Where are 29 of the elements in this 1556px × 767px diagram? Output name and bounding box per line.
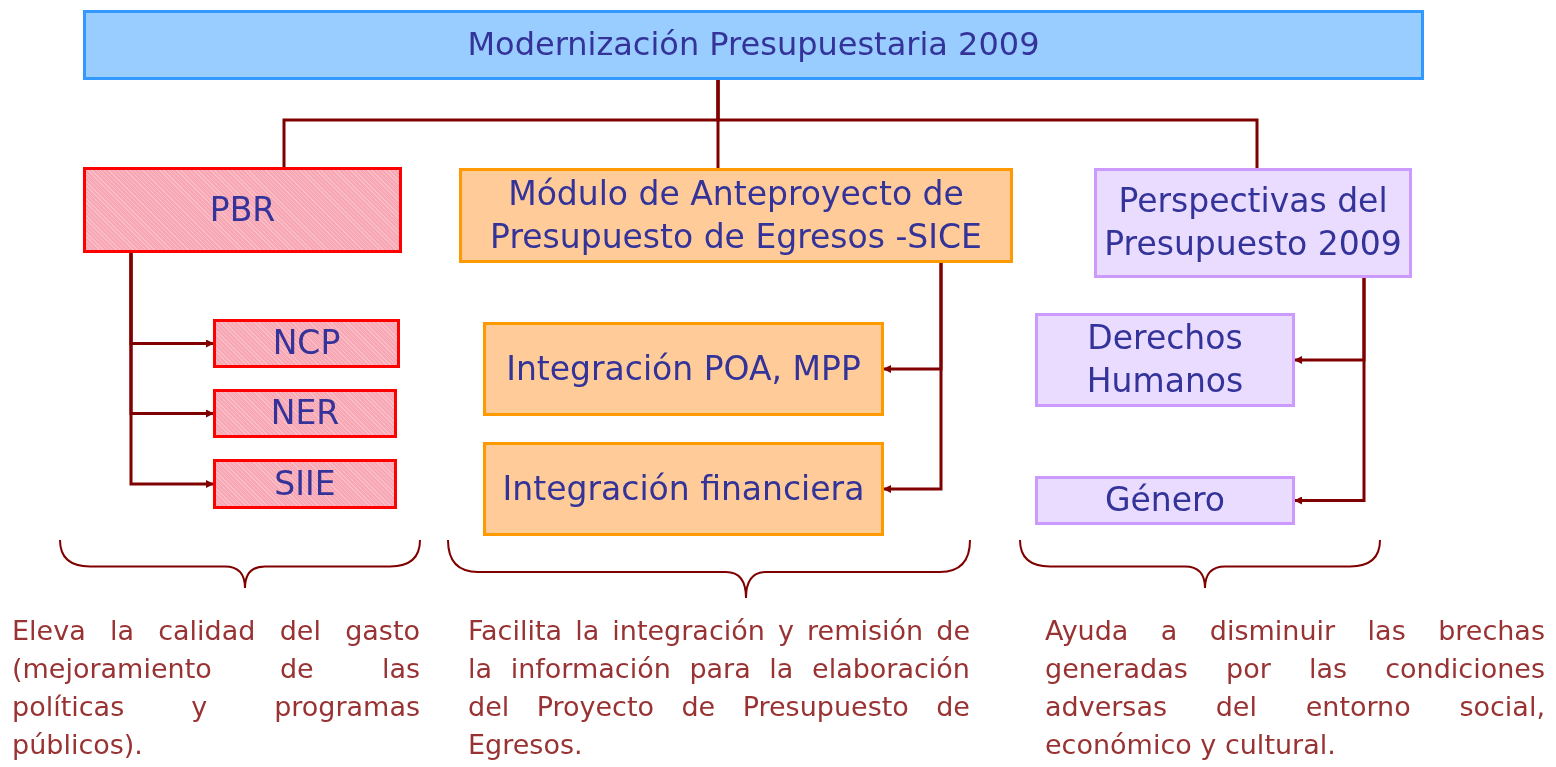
- node-text: NER: [270, 392, 340, 435]
- category-box: [483, 322, 884, 416]
- arrow: [1294, 278, 1366, 505]
- category-box: [213, 389, 397, 438]
- connector-line: [716, 80, 1259, 168]
- node-text: Modernización Presupuestaria 2009: [467, 24, 1040, 66]
- node-text: Género: [1104, 479, 1226, 522]
- node-text: Módulo de Anteproyecto de Presupuesto de Egresos -SICE: [489, 172, 983, 258]
- arrow: [883, 263, 943, 493]
- category-box: [483, 442, 884, 536]
- description-text: Eleva la calidad del gasto (mejoramiento de las políticas y programas públicos).: [12, 614, 420, 762]
- category-box: [1094, 168, 1412, 278]
- node-text: SIIE: [274, 462, 336, 505]
- category-box: [213, 319, 400, 368]
- node-text: Integración financiera: [502, 467, 865, 510]
- category-box: [459, 168, 1013, 263]
- node-text: Perspectivas del Presupuesto 2009: [1103, 180, 1403, 265]
- description-text: Ayuda a disminuir las brechas generadas por las condiciones adversas del entorno social, económico y cultural.: [1045, 614, 1545, 762]
- category-box: [213, 459, 397, 509]
- description-text: Facilita la integración y remisión de la información para la elaboración del Proyecto de Presupuesto de Egresos.: [468, 614, 970, 762]
- category-box: [1035, 313, 1295, 407]
- node-text: NCP: [272, 322, 341, 365]
- node-text: PBR: [209, 188, 276, 231]
- node-text: Integración POA, MPP: [506, 347, 861, 390]
- arrow: [129, 253, 214, 488]
- category-box: [1035, 476, 1295, 525]
- category-box: [83, 167, 402, 253]
- node-text: Derechos Humanos: [1085, 317, 1245, 402]
- title-box: [83, 10, 1424, 80]
